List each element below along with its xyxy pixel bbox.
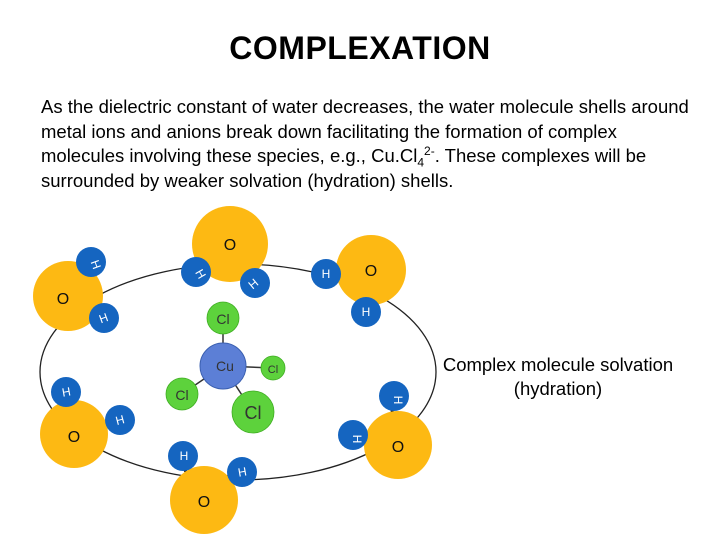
cl-label-bottom: Cl — [245, 403, 262, 423]
diagram-caption: Complex molecule solvation (hydration) — [442, 354, 674, 399]
cu-label: Cu — [216, 358, 234, 374]
water-hydrogen — [240, 268, 270, 298]
hydrogen-label: H — [322, 267, 331, 281]
oxygen-label: O — [392, 439, 404, 456]
description-paragraph: As the dielectric constant of water decr… — [41, 95, 691, 193]
water-oxygen — [192, 206, 268, 282]
water-oxygen — [170, 466, 238, 534]
cl-label-top: Cl — [216, 311, 229, 327]
water-hydrogen — [51, 377, 81, 407]
paragraph-text: As the dielectric constant of water decr… — [41, 96, 689, 166]
water-hydrogen — [338, 420, 368, 450]
hydrogen-label: H — [237, 464, 248, 479]
water-hydrogen — [105, 405, 135, 435]
hydrogen-label: H — [362, 305, 371, 319]
hydrogen-label: H — [114, 412, 126, 428]
hydrogen-label: H — [391, 396, 405, 405]
cu-cl4-complex — [165, 301, 286, 434]
cl-atom-left — [165, 377, 199, 411]
water-hydrogen — [76, 247, 106, 277]
cu-atom — [199, 342, 247, 390]
cl-label-left: Cl — [175, 387, 188, 403]
cl-label-right: Cl — [268, 364, 278, 376]
water-hydrogen — [181, 257, 211, 287]
hydrogen-label: H — [180, 449, 189, 463]
water-hydrogen — [311, 259, 341, 289]
page-title: COMPLEXATION — [229, 30, 491, 66]
water-oxygen — [336, 235, 406, 305]
oxygen-label: O — [68, 429, 80, 446]
cl-atom-top — [206, 301, 240, 335]
formula-superscript: 2- — [424, 143, 435, 158]
water-hydrogen — [351, 297, 381, 327]
oxygen-label: O — [224, 237, 236, 254]
oxygen-atoms — [33, 206, 432, 534]
hydrogen-label: H — [350, 435, 364, 444]
oxygen-label: O — [198, 494, 210, 511]
water-hydrogen — [379, 381, 409, 411]
water-oxygen — [40, 400, 108, 468]
hydrogen-label: H — [61, 384, 72, 399]
formula-subscript: 4 — [417, 155, 425, 170]
cl-atom-right — [260, 355, 286, 381]
water-hydrogen — [168, 441, 198, 471]
cl-atom-bottom — [231, 390, 275, 434]
hydrogen-atoms — [51, 247, 409, 487]
water-oxygen — [33, 261, 103, 331]
paragraph-text-end: . These complexes will be surrounded by … — [41, 145, 647, 191]
oxygen-label: O — [57, 291, 69, 308]
complex-labels: Cu Cl Cl Cl Cl — [175, 311, 278, 423]
water-oxygen — [364, 411, 432, 479]
water-hydrogen — [89, 303, 119, 333]
oxygen-label: O — [365, 263, 377, 280]
atom-labels: O O O O O O — [57, 237, 404, 511]
water-hydrogen — [227, 457, 257, 487]
